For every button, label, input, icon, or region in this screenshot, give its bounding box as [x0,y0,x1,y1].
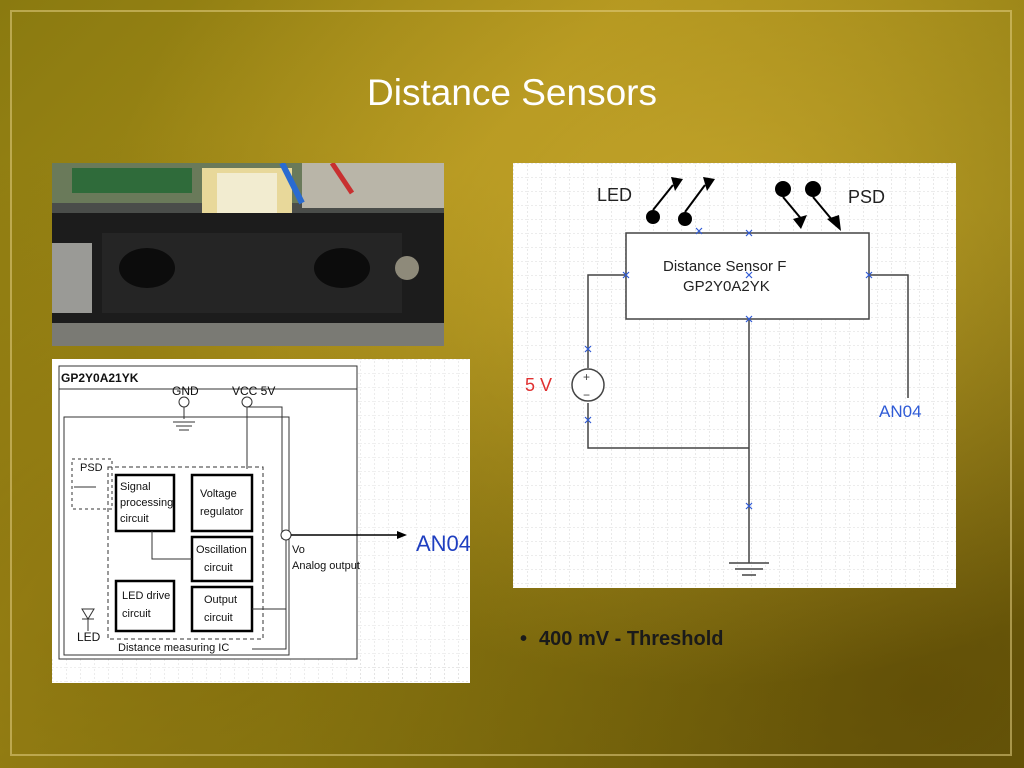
sensor-wiring-schematic: + − LED PSD Distance Sensor F GP2Y0A2YK … [513,163,956,588]
ic-label: Distance measuring IC [118,642,229,654]
vo-label: Vo [292,544,305,556]
led-block-label: LED [77,630,101,644]
voltage-regulator-block: Voltage regulator [200,488,244,518]
led-drive-block: LED drive circuit [122,590,173,620]
sensor-box-part: GP2Y0A2YK [683,278,770,295]
svg-text:+: + [583,370,590,384]
slide-border [10,10,1012,756]
signal-processing-block: Signal processing circuit [120,481,176,525]
psd-block-label: PSD [80,462,103,474]
threshold-text: 400 mV - Threshold [539,628,724,650]
voltage-source-label: 5 V [525,375,552,395]
psd-label: PSD [848,187,885,207]
sensor-box-name: Distance Sensor F [663,258,786,275]
gnd-label: GND [172,384,199,398]
sensor-internal-block-diagram: GP2Y0A21YK GND VCC 5V PSD LED Signal pro… [52,359,471,683]
threshold-bullet: •400 mV - Threshold [520,628,724,650]
output-pin-label: AN04 [879,402,922,421]
output-pin-label: AN04 [416,531,470,556]
part-number-label: GP2Y0A21YK [61,371,139,385]
output-circuit-block: Output circuit [204,594,240,624]
vcc-label: VCC 5V [232,384,275,398]
svg-text:−: − [583,388,590,402]
sensor-photo [52,163,444,346]
analog-output-label: Analog output [292,560,360,572]
slide-title: Distance Sensors [367,72,657,113]
led-label: LED [597,185,632,205]
oscillation-block: Oscillation circuit [196,544,250,574]
